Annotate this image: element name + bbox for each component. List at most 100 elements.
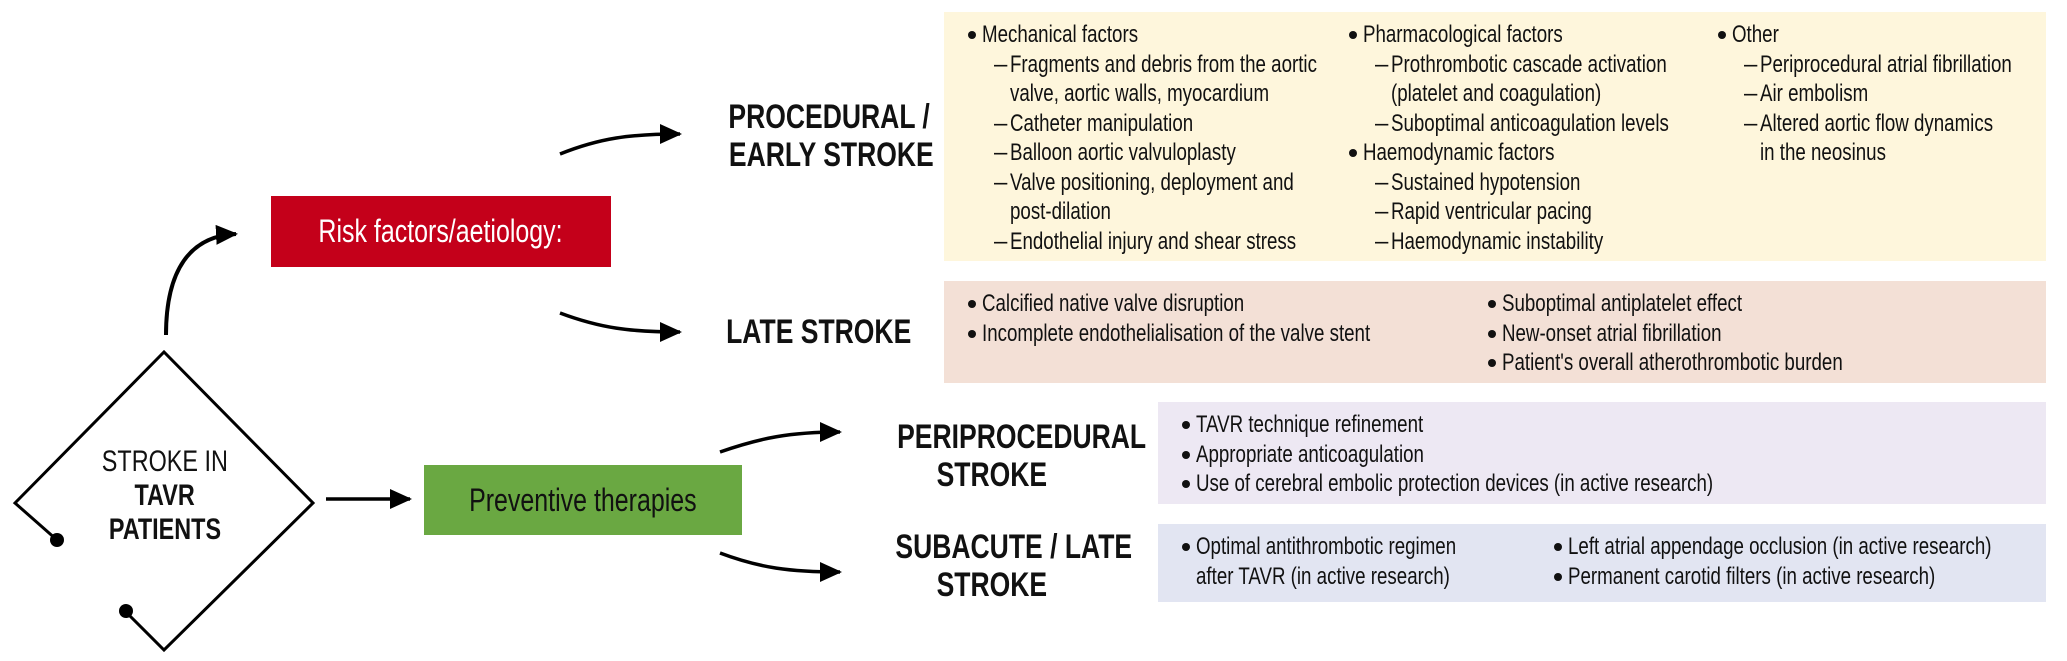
item-text-line: Incomplete endothelialisation of the val… — [982, 319, 1371, 347]
item-text-line: New-onset atrial fibrillation — [1502, 319, 1722, 347]
preventive-therapies-box: Preventive therapies — [424, 465, 742, 535]
arrow-to-subacute — [719, 551, 842, 582]
item-text-line: Air embolism — [1760, 80, 1869, 107]
factor-group-list: Mechanical factorsFragments and debris f… — [966, 20, 1404, 256]
factor-item: Balloon aortic valvuloplasty — [994, 138, 1404, 168]
factor-group: Pharmacological factorsProthrombotic cas… — [1347, 20, 1747, 138]
item-text-line: after TAVR (in active research) — [1196, 562, 1450, 590]
item-text-line: Sustained hypotension — [1391, 168, 1581, 196]
item-text-line: Periprocedural atrial fibrillation — [1760, 50, 2012, 78]
arrow-to-risk-factors — [164, 224, 238, 336]
factor-item: Fragments and debris from the aorticvalv… — [994, 50, 1404, 109]
arrow-to-late — [559, 311, 682, 342]
item-text-line: Left atrial appendage occlusion (in acti… — [1568, 533, 1992, 560]
hub-diamond — [12, 349, 316, 653]
diamond-outline — [12, 349, 316, 653]
factor-group-title: Mechanical factors — [982, 21, 1139, 48]
hub-line-3: PATIENTS — [108, 513, 222, 546]
procedural-line-1: PROCEDURAL / — [728, 98, 930, 136]
item-text-line: Permanent carotid filters (in active res… — [1568, 562, 1936, 590]
procedural-column-other: OtherPeriprocedural atrial fibrillationA… — [1716, 20, 2067, 168]
subacute-stroke-label: SUBACUTE / LATE STROKE — [862, 528, 1132, 604]
hub-label: STROKE IN TAVR PATIENTS — [60, 445, 270, 547]
item-text-line: Calcified native valve disruption — [982, 290, 1245, 317]
hub-line-2: TAVR — [134, 479, 196, 512]
late-factor-item: New-onset atrial fibrillation — [1486, 319, 1939, 349]
factor-item: Suboptimal anticoagulation levels — [1375, 109, 1747, 139]
factor-item: Rapid ventricular pacing — [1375, 197, 1747, 227]
subacute-line-2: STROKE — [936, 566, 1048, 604]
item-text-line: Rapid ventricular pacing — [1391, 198, 1592, 225]
procedural-line-2: EARLY STROKE — [728, 136, 934, 174]
item-text-line: TAVR technique refinement — [1196, 411, 1424, 438]
item-text-line: Suboptimal antiplatelet effect — [1502, 290, 1743, 317]
factor-item: Endothelial injury and shear stress — [994, 227, 1404, 257]
periprocedural-line-2: STROKE — [936, 456, 1048, 494]
periprocedural-line-1: PERIPROCEDURAL — [897, 418, 1147, 456]
item-text-line: Appropriate anticoagulation — [1196, 440, 1424, 468]
factor-group-list: OtherPeriprocedural atrial fibrillationA… — [1716, 20, 2067, 168]
item-text-line: valve, aortic walls, myocardium — [1010, 80, 1270, 107]
item-text-line: Fragments and debris from the aortic — [1010, 50, 1317, 78]
factor-sub-list: Periprocedural atrial fibrillationAir em… — [1732, 50, 2067, 168]
procedural-risk-panel: Mechanical factorsFragments and debris f… — [944, 12, 2046, 261]
diamond-dot-left — [50, 533, 64, 547]
item-text-line: Balloon aortic valvuloplasty — [1010, 139, 1236, 166]
subacute-therapy-item: Left atrial appendage occlusion (in acti… — [1552, 532, 2067, 562]
item-text-line: Patient's overall atherothrombotic burde… — [1502, 349, 1843, 376]
item-text-line: Optimal antithrombotic regimen — [1196, 533, 1457, 560]
factor-sub-list: Sustained hypotensionRapid ventricular p… — [1363, 168, 1747, 257]
subacute-line-1: SUBACUTE / LATE — [895, 528, 1133, 566]
late-stroke-label: LATE STROKE — [700, 313, 930, 351]
item-text-line: Catheter manipulation — [1010, 109, 1194, 137]
item-text-line: Altered aortic flow dynamics — [1760, 109, 1994, 137]
factor-group-title: Haemodynamic factors — [1363, 139, 1555, 166]
item-text-line: in the neosinus — [1760, 139, 1886, 166]
hub-line-1: STROKE IN — [101, 445, 229, 478]
periprocedural-therapy-item: TAVR technique refinement — [1180, 410, 1859, 440]
procedural-column-mechanical: Mechanical factorsFragments and debris f… — [966, 20, 1404, 256]
item-text-line: Endothelial injury and shear stress — [1010, 227, 1297, 255]
factor-group: Mechanical factorsFragments and debris f… — [966, 20, 1404, 256]
factor-item: Valve positioning, deployment andpost-di… — [994, 168, 1404, 227]
factor-sub-list: Fragments and debris from the aorticvalv… — [982, 50, 1404, 257]
factor-sub-list: Prothrombotic cascade activation(platele… — [1363, 50, 1747, 139]
factor-group-title: Pharmacological factors — [1363, 21, 1563, 48]
periprocedural-therapy-item: Appropriate anticoagulation — [1180, 440, 1859, 470]
factor-item: Air embolism — [1744, 79, 2067, 109]
late-line-1: LATE STROKE — [726, 313, 912, 351]
arrow-to-periprocedural — [719, 422, 842, 454]
procedural-stroke-label: PROCEDURAL / EARLY STROKE — [700, 98, 933, 174]
procedural-column-pharm-haemo: Pharmacological factorsProthrombotic cas… — [1347, 20, 1747, 256]
subacute-column-right: Left atrial appendage occlusion (in acti… — [1552, 532, 2067, 591]
factor-item: Periprocedural atrial fibrillation — [1744, 50, 2067, 80]
late-factor-item: Suboptimal antiplatelet effect — [1486, 289, 1939, 319]
item-text-line: Prothrombotic cascade activation — [1391, 50, 1667, 78]
factor-item: Sustained hypotension — [1375, 168, 1747, 198]
factor-group-list: Pharmacological factorsProthrombotic cas… — [1347, 20, 1747, 256]
factor-group-title: Other — [1732, 21, 1779, 48]
arrow-to-procedural — [559, 124, 682, 156]
periprocedural-stroke-label: PERIPROCEDURAL STROKE — [862, 418, 1146, 494]
factor-item: Prothrombotic cascade activation(platele… — [1375, 50, 1747, 109]
preventive-therapies-label: Preventive therapies — [469, 481, 697, 518]
item-text-line: Haemodynamic instability — [1391, 227, 1604, 255]
risk-factors-box: Risk factors/aetiology: — [271, 196, 611, 267]
late-factor-item: Incomplete endothelialisation of the val… — [966, 319, 1480, 349]
diamond-dot-bottom — [119, 604, 133, 618]
risk-factors-label: Risk factors/aetiology: — [318, 213, 564, 249]
